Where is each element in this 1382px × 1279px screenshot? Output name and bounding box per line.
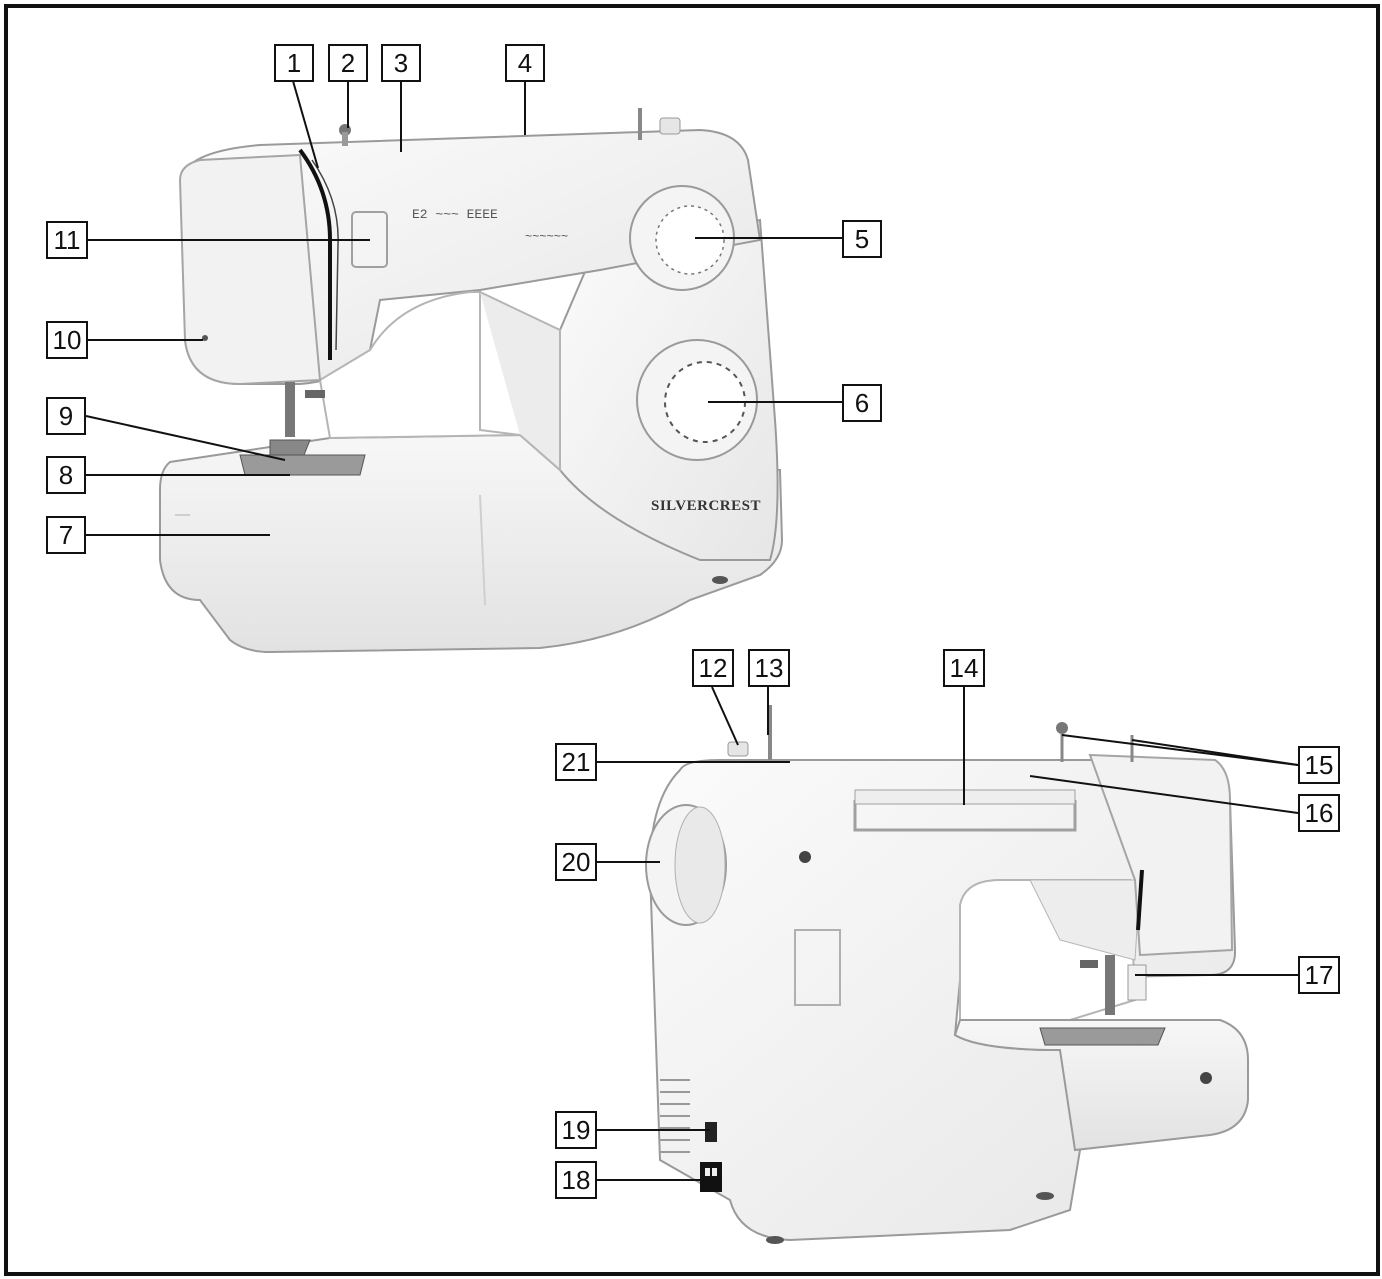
leader-16 xyxy=(1029,775,1299,814)
callout-3: 3 xyxy=(381,44,421,82)
brand-logo-text: SILVERCREST xyxy=(651,498,761,514)
callout-13: 13 xyxy=(748,649,790,687)
leader-12 xyxy=(711,686,739,746)
leader-15b xyxy=(1131,739,1299,766)
callout-6: 6 xyxy=(842,384,882,422)
callout-17: 17 xyxy=(1298,956,1340,994)
callout-16: 16 xyxy=(1298,794,1340,832)
callout-5: 5 xyxy=(842,220,882,258)
callout-18: 18 xyxy=(555,1161,597,1199)
callout-21: 21 xyxy=(555,743,597,781)
callout-20: 20 xyxy=(555,843,597,881)
callout-10: 10 xyxy=(46,321,88,359)
callout-2: 2 xyxy=(328,44,368,82)
leader-lines xyxy=(85,80,1299,1181)
front-view-machine: E2 ~~~ EEEE ~~~~~~ xyxy=(159,108,784,654)
svg-text:E2 ~~~ EEEE: E2 ~~~ EEEE xyxy=(412,207,498,222)
callout-12: 12 xyxy=(692,649,734,687)
callout-9: 9 xyxy=(46,397,86,435)
rear-view-machine xyxy=(645,705,1249,1244)
callout-15: 15 xyxy=(1298,746,1340,784)
leader-1 xyxy=(292,80,319,169)
callout-4: 4 xyxy=(505,44,545,82)
callout-14: 14 xyxy=(943,649,985,687)
callout-19: 19 xyxy=(555,1111,597,1149)
callout-8: 8 xyxy=(46,456,86,494)
callout-1: 1 xyxy=(274,44,314,82)
svg-text:~~~~~~: ~~~~~~ xyxy=(525,230,568,244)
leader-9 xyxy=(85,415,286,461)
callout-11: 11 xyxy=(46,221,88,259)
callout-7: 7 xyxy=(46,516,86,554)
